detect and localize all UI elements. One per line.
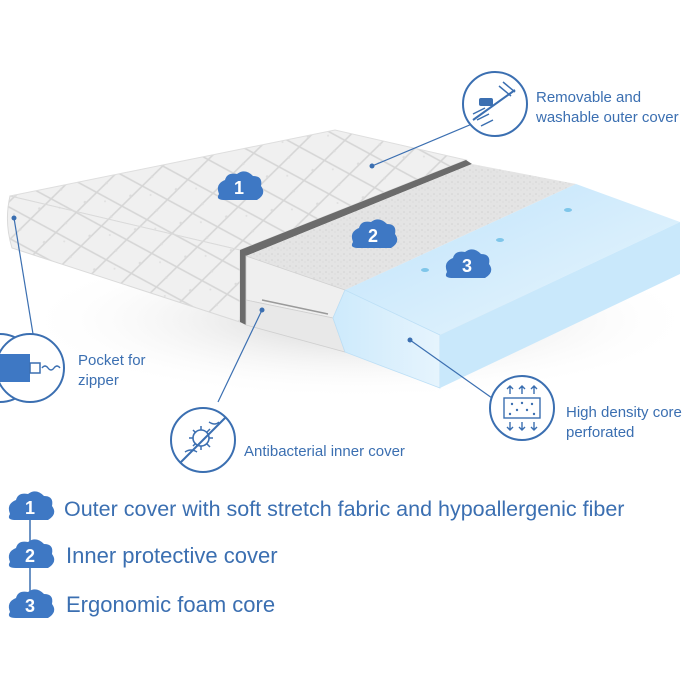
legend-badge-3-number: 3 (25, 596, 35, 616)
foam-perforations (421, 208, 572, 272)
outer-cover-side (6, 195, 241, 323)
legend-badge-3: 3 (8, 589, 55, 618)
legend-badge-1: 1 (8, 491, 55, 520)
legend-item-3-label: Ergonomic foam core (66, 592, 276, 617)
inner-cover-top (246, 164, 576, 290)
marker-1-number: 1 (234, 178, 244, 198)
cloud-badge-3 (445, 249, 492, 278)
leader-lines (11, 123, 493, 403)
marker-2: 2 (351, 219, 398, 248)
legend-badge-2: 2 (8, 539, 55, 568)
zipper-cover-icon (462, 71, 528, 137)
legend-item-2-label: Inner protective cover (66, 543, 278, 568)
legend-badge-1-number: 1 (25, 498, 35, 518)
legend-item-1-label: Outer cover with soft stretch fabric and… (64, 497, 625, 521)
antibacterial-icon (170, 407, 236, 473)
cloud-badge-2 (351, 219, 398, 248)
zipper-line (261, 299, 329, 315)
callout-antibacterial: Antibacterial inner cover (244, 443, 405, 460)
foam-density-icon (489, 375, 555, 441)
marker-1: 1 (217, 171, 264, 200)
marker-2-number: 2 (368, 226, 378, 246)
callout-zipper-pocket: Pocket for zipper (78, 352, 146, 389)
callout-removable-cover: Removable and washable outer cover (536, 89, 679, 126)
legend-badge-2-number: 2 (25, 546, 35, 566)
marker-3-number: 3 (462, 256, 472, 276)
foam-core-side (440, 222, 680, 388)
callout-foam-core: High density core perforated (566, 404, 682, 441)
foam-core-top (345, 184, 680, 335)
zipper-pocket-icon (0, 333, 65, 403)
marker-3: 3 (445, 249, 492, 278)
cloud-badge-1 (217, 171, 264, 200)
